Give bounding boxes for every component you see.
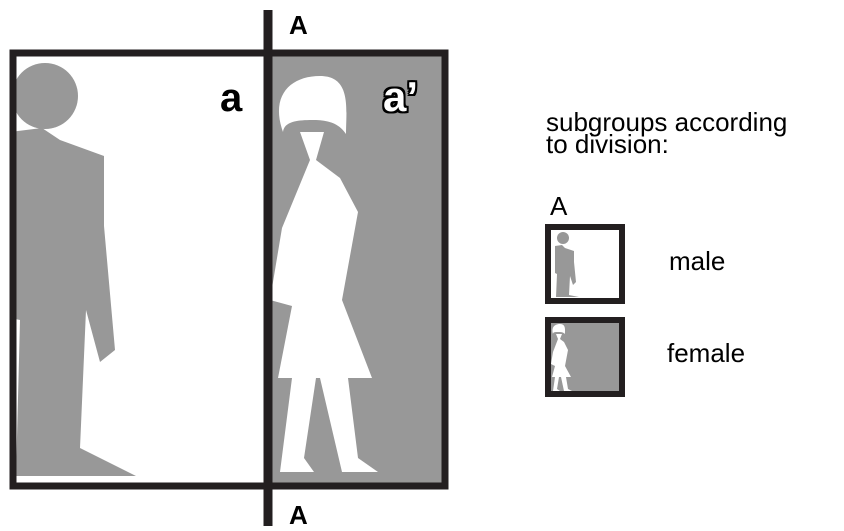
region-a-prime-label: a’ (383, 73, 419, 120)
legend-male-label: male (669, 246, 726, 276)
population-frame (9, 49, 449, 490)
legend-division-letter: A (550, 191, 568, 221)
legend-title: subgroups according to division: (546, 107, 788, 159)
female-silhouette (270, 76, 378, 472)
male-subgroup-icon (545, 224, 625, 304)
legend-title-line2: to division: (546, 129, 669, 159)
legend-female-label: female (667, 338, 746, 368)
female-subgroup-icon (545, 317, 625, 397)
axis-label-bottom: A (289, 500, 308, 530)
legend-title-line1: subgroups according (546, 107, 788, 137)
region-a-label: a (220, 76, 243, 120)
male-silhouette (10, 63, 136, 476)
axis-label-top: A (289, 10, 308, 40)
